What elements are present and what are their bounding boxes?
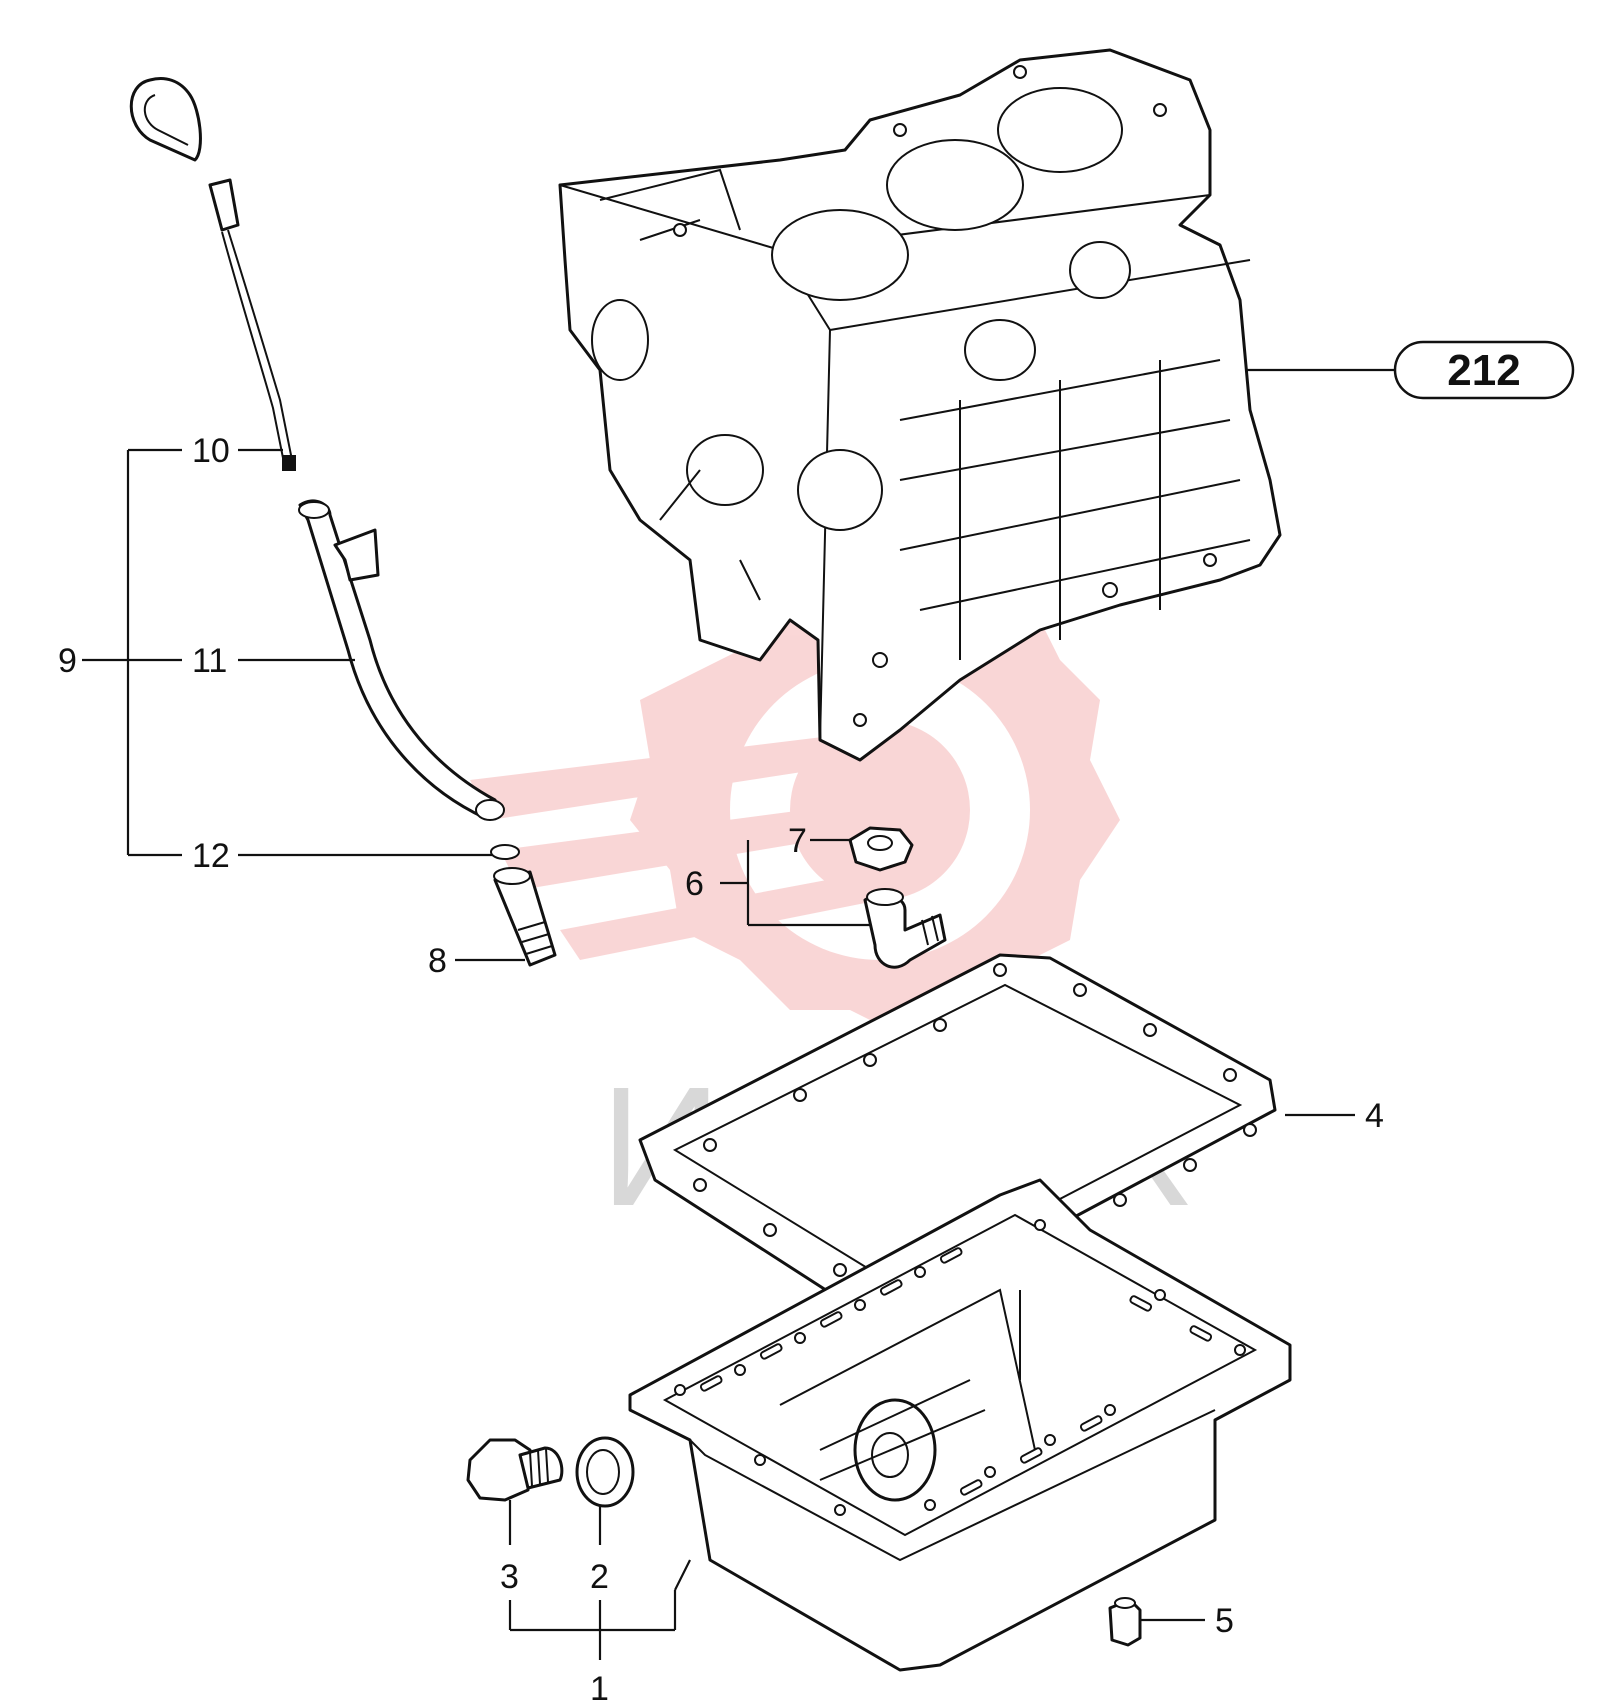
callout-11: 11 <box>192 642 227 680</box>
callout-2: 2 <box>590 1558 609 1596</box>
sleeve <box>493 867 557 967</box>
callout-5: 5 <box>1215 1602 1234 1640</box>
small-plug <box>1108 1597 1142 1647</box>
o-ring <box>490 844 520 860</box>
reference-badge <box>1393 340 1575 400</box>
leader-lines <box>82 448 1355 1660</box>
dipstick-guide-tube <box>298 499 505 821</box>
dipstick <box>129 77 296 471</box>
callout-6: 6 <box>685 865 704 903</box>
elbow-fitting <box>863 888 947 969</box>
callout-4: 4 <box>1365 1097 1384 1135</box>
callout-10: 10 <box>192 432 230 470</box>
callout-1: 1 <box>590 1670 609 1708</box>
watermark-gear-logo <box>470 560 1120 1040</box>
oil-pan <box>628 1178 1292 1672</box>
callout-9: 9 <box>58 642 77 680</box>
callout-12: 12 <box>192 837 230 875</box>
engine-block <box>558 48 1282 762</box>
washer <box>575 1436 635 1508</box>
nut <box>848 826 914 872</box>
callout-7: 7 <box>788 822 807 860</box>
callout-3: 3 <box>500 1558 519 1596</box>
callout-8: 8 <box>428 942 447 980</box>
drain-plug <box>466 1438 564 1502</box>
reference-label: 212 <box>1447 346 1520 395</box>
